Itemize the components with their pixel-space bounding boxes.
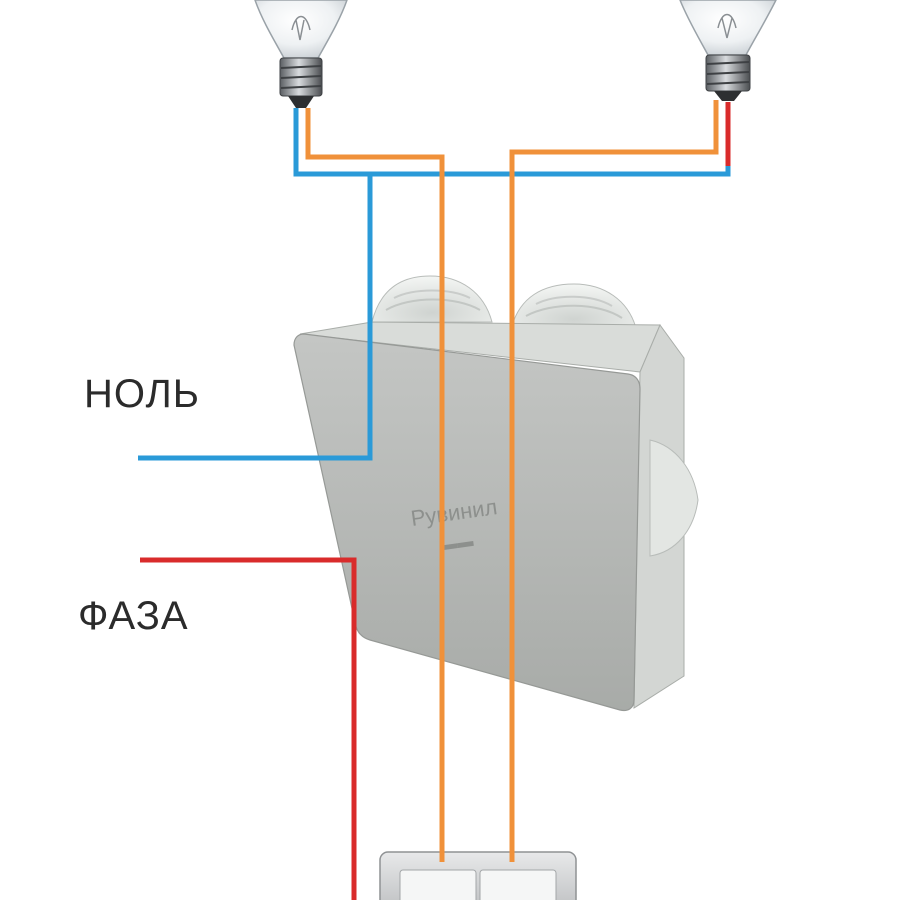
neutral-label: НОЛЬ xyxy=(84,372,201,416)
right-bulb-filament xyxy=(717,13,737,39)
left-bulb-glass xyxy=(254,0,348,59)
junction-box-side-dome xyxy=(649,439,699,557)
junction-box-front xyxy=(293,333,641,712)
svg-text:▬▬: ▬▬ xyxy=(440,533,474,554)
right-bulb-glass xyxy=(679,0,777,56)
junction-box: Рувинил ▬▬ xyxy=(293,275,699,712)
two-key-switch xyxy=(379,851,577,900)
switch-key-left xyxy=(399,869,477,900)
right-bulb xyxy=(679,0,777,101)
phase-label: ФАЗА xyxy=(78,594,189,638)
left-bulb xyxy=(254,0,348,108)
phase-wire-supply xyxy=(140,557,357,900)
switched-wire-left-lamp xyxy=(305,108,445,862)
switch-key-right xyxy=(479,869,557,900)
left-bulb-filament xyxy=(291,15,311,41)
switched-wire-right-lamp xyxy=(509,100,719,862)
wires xyxy=(138,100,731,900)
